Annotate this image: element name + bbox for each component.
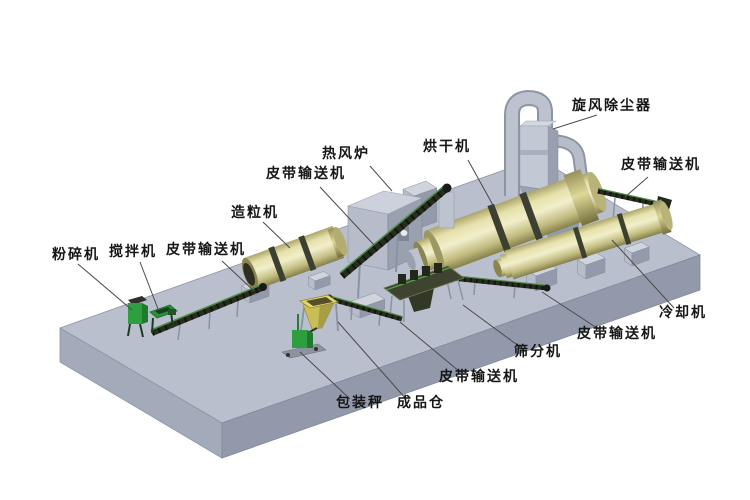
screening-machine	[383, 263, 465, 322]
leader-dryer	[467, 159, 495, 208]
label-hot-air-furnace: 热风炉	[322, 147, 370, 162]
belt-conveyor-4	[451, 274, 551, 299]
label-belt-conveyor-1: 皮带输送机	[166, 243, 246, 258]
pedestal-face	[623, 241, 650, 254]
finished-product-bin	[299, 294, 339, 339]
leader-packer	[299, 351, 351, 400]
leader-belt-3	[624, 176, 649, 198]
mixer-machine	[149, 304, 178, 334]
pedestal-face	[307, 271, 331, 282]
belt-conveyor-1	[150, 283, 267, 341]
leader-granulator	[262, 221, 291, 249]
leader-furnace	[369, 165, 393, 192]
label-belt-conveyor-2: 皮带输送机	[266, 167, 346, 182]
leader-screener	[462, 304, 521, 348]
granulator-band	[298, 235, 317, 272]
leader-cooler	[611, 239, 675, 309]
label-mixer: 搅拌机	[109, 245, 157, 260]
label-belt-conveyor-4: 皮带输送机	[577, 327, 657, 342]
cooler-band	[616, 212, 632, 245]
packing-scale	[281, 314, 327, 359]
granulator-mouth	[243, 262, 255, 286]
label-packing-scale: 包装秤	[336, 396, 384, 411]
leader-bin	[337, 321, 407, 400]
label-crusher: 粉碎机	[52, 248, 100, 263]
cooler-band	[572, 226, 588, 259]
granulator-band	[268, 246, 287, 283]
label-cyclone-dust-collector: 旋风除尘器	[572, 99, 652, 114]
leader-cyclone	[552, 114, 598, 130]
label-dryer: 烘干机	[423, 140, 471, 155]
label-finished-product-bin: 成品仓	[397, 396, 445, 411]
leader-belt-1	[221, 260, 255, 292]
platform-right-face	[221, 254, 701, 459]
leader-lines	[77, 114, 675, 400]
granulator-drum	[241, 225, 348, 291]
label-belt-conveyor-3: 皮带输送机	[621, 158, 701, 173]
dryer-band	[487, 203, 511, 253]
pedestal-face	[402, 180, 438, 197]
label-screening-machine: 筛分机	[514, 345, 562, 360]
label-granulator: 造粒机	[231, 206, 279, 221]
dryer-drum	[405, 169, 607, 274]
cooler-drum	[493, 199, 673, 280]
leader-belt-4	[541, 291, 601, 331]
crusher-machine	[127, 296, 148, 338]
label-belt-conveyor-5: 皮带输送机	[439, 370, 519, 385]
dryer-band	[519, 191, 543, 241]
label-cooler: 冷却机	[659, 306, 707, 321]
belt-conveyor-2	[339, 183, 452, 299]
leader-belt-2	[319, 186, 375, 246]
cyclone-body	[519, 125, 549, 191]
leader-crusher	[77, 263, 133, 311]
cyclone-body-side	[547, 125, 559, 191]
leader-mixer	[139, 261, 159, 310]
cyclone-dust-collector	[504, 89, 589, 204]
leader-belt-5	[399, 321, 461, 373]
